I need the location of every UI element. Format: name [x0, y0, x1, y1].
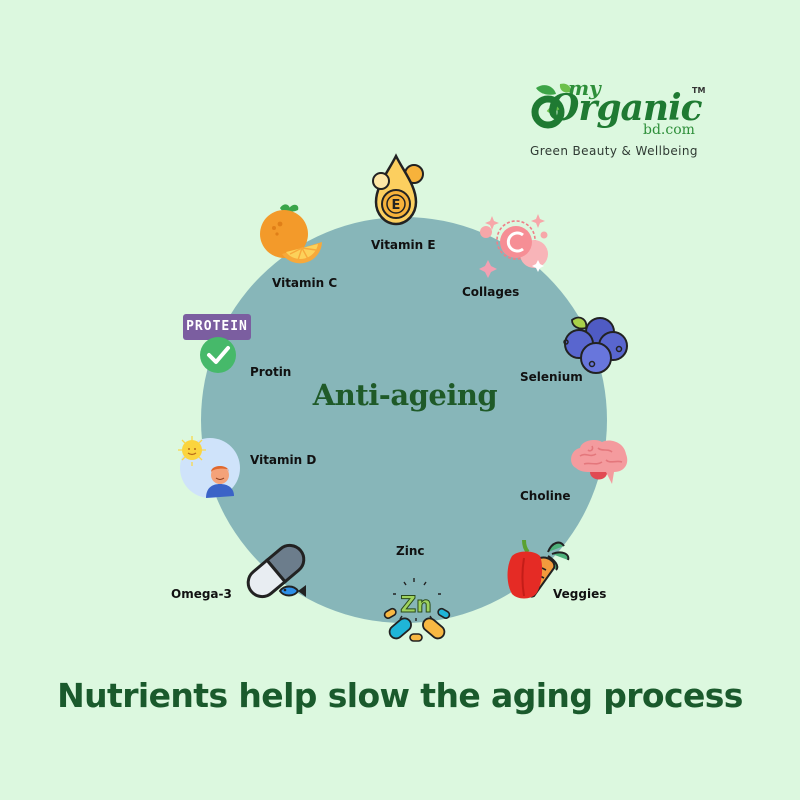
center-title: Anti-ageing — [312, 378, 498, 412]
label-collages: Collages — [462, 285, 520, 299]
label-veggies: Veggies — [553, 587, 607, 601]
svg-text:Zn: Zn — [400, 593, 432, 618]
label-selenium: Selenium — [520, 370, 583, 384]
brand-tagline: Green Beauty & Wellbeing — [530, 144, 698, 158]
check-circle-icon — [200, 337, 236, 373]
label-vitamin-c: Vitamin C — [272, 276, 338, 290]
orange-icon — [260, 204, 322, 264]
protein-badge: PROTEIN — [183, 314, 251, 340]
collagen-c-icon — [479, 214, 548, 278]
label-vitamin-e: Vitamin E — [371, 238, 436, 252]
blueberries-icon — [563, 316, 628, 374]
brand-name: Organic — [548, 87, 703, 129]
svg-text:E: E — [392, 198, 401, 213]
brand-prefix: my — [568, 76, 601, 100]
label-protin: Protin — [250, 365, 292, 379]
label-choline: Choline — [520, 489, 571, 503]
brand-trademark: TM — [692, 86, 706, 95]
label-omega-3: Omega-3 — [171, 587, 232, 601]
vitamin-e-drop-icon: E — [372, 153, 424, 226]
pepper-carrot-icon — [507, 539, 570, 599]
anti-ageing-circle — [201, 217, 607, 623]
brand-domain: bd.com — [643, 122, 695, 138]
fish-oil-capsule-icon — [246, 543, 306, 599]
label-zinc: Zinc — [396, 544, 425, 558]
sun-person-icon — [178, 436, 240, 498]
leaf-logo-icon — [531, 83, 571, 129]
zinc-pills-icon: Zn — [383, 578, 451, 642]
brain-icon — [571, 440, 628, 484]
footer-headline: Nutrients help slow the aging process — [57, 676, 743, 715]
label-vitamin-d: Vitamin D — [250, 453, 317, 467]
